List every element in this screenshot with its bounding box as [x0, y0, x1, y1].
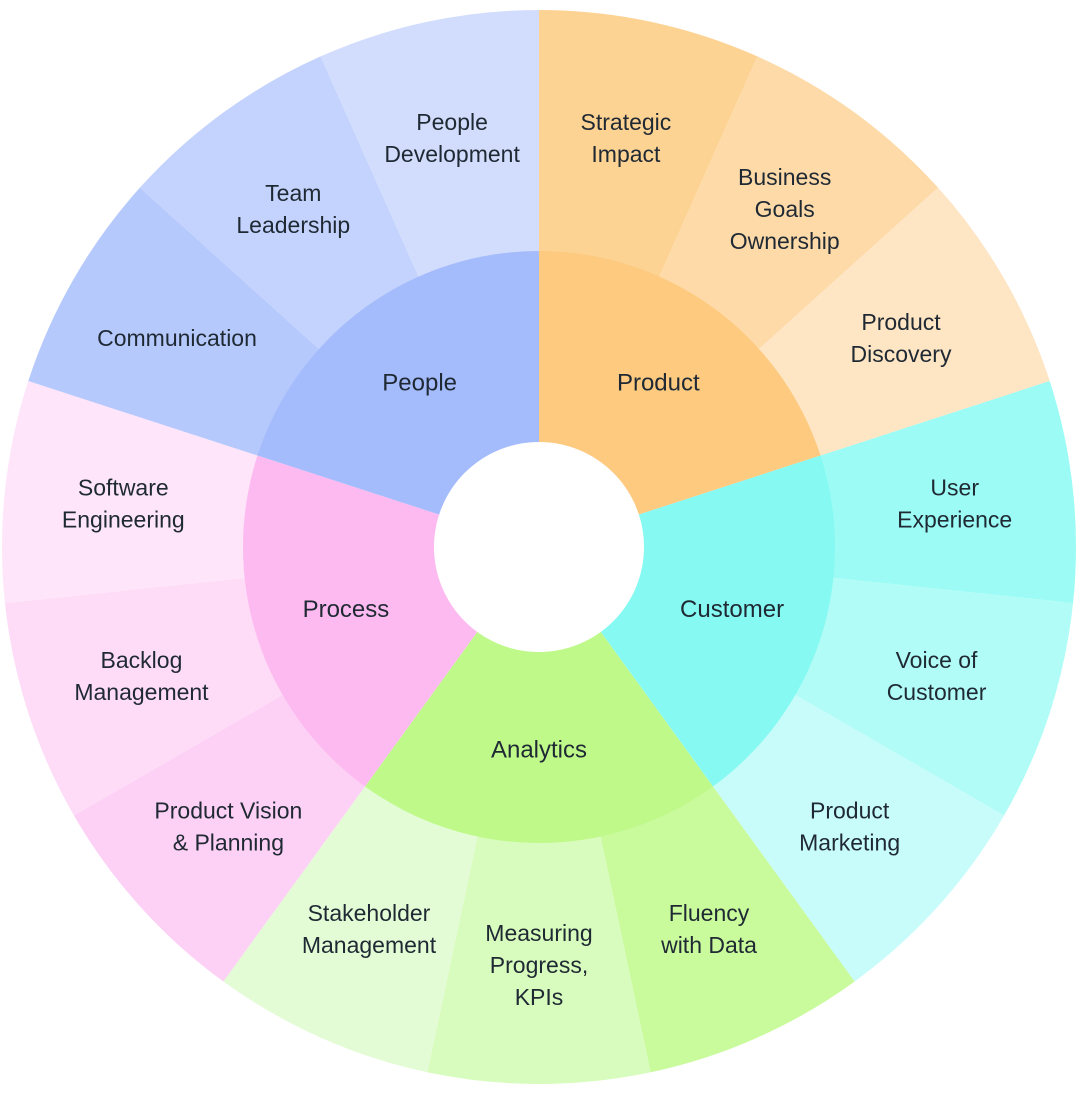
inner-ring	[243, 251, 835, 844]
skill-strategic-impact-label-line: Strategic	[581, 109, 672, 135]
skill-segment-team-leadership	[139, 56, 420, 350]
skill-communication-label-line: Communication	[97, 325, 257, 351]
skill-segment-backlog-management	[4, 577, 284, 816]
skill-product-marketing-label-line: Marketing	[799, 830, 900, 856]
skill-segment-measuring-progress-kpis	[427, 835, 651, 1084]
domain-segment-product	[539, 251, 821, 516]
domain-segment-customer	[599, 455, 835, 787]
domain-label-people: People	[382, 369, 457, 396]
skill-segment-software-engineering	[2, 381, 259, 604]
skill-user-experience-label-line: User	[930, 474, 979, 500]
outer-ring	[2, 10, 1076, 1084]
skill-business-goals-ownership-label-line: Goals	[755, 196, 815, 222]
skill-software-engineering-label-line: Engineering	[62, 506, 185, 532]
skill-business-goals-ownership-label-line: Business	[738, 164, 831, 190]
skill-people-development-label-line: Development	[384, 141, 520, 167]
skill-stakeholder-management-label-line: Management	[302, 932, 437, 958]
skill-team-leadership-label-line: Team	[265, 180, 321, 206]
skill-segment-people-development	[320, 10, 539, 278]
skill-business-goals-ownership-label-line: Ownership	[730, 228, 840, 254]
skill-product-discovery-label-line: Product	[861, 309, 941, 335]
skill-team-leadership-label-line: Leadership	[236, 212, 350, 238]
skill-software-engineering-label-line: Software	[78, 474, 169, 500]
skill-segment-voice-of-customer	[794, 577, 1074, 816]
skill-product-marketing-label-line: Product	[810, 798, 890, 824]
domain-label-process: Process	[303, 596, 390, 623]
domain-segment-process	[243, 455, 479, 787]
skill-voice-of-customer-label-line: Customer	[887, 679, 987, 705]
skill-segment-strategic-impact	[539, 10, 758, 278]
domain-label-analytics: Analytics	[491, 737, 587, 764]
skill-fluency-with-data-label-line: Fluency	[669, 900, 750, 926]
domain-label-customer: Customer	[680, 596, 784, 623]
skill-user-experience-label-line: Experience	[897, 506, 1012, 532]
skill-product-vision-and-planning-label-line: & Planning	[173, 830, 284, 856]
skill-segment-product-marketing	[712, 694, 1005, 982]
skill-backlog-management-label-line: Backlog	[101, 647, 183, 673]
center-hole	[434, 442, 644, 652]
skill-fluency-with-data-label: Fluency with Data	[660, 900, 757, 958]
skill-segment-product-discovery	[758, 187, 1050, 456]
skill-stakeholder-management-label-line: Stakeholder	[308, 900, 431, 926]
skill-product-discovery-label-line: Discovery	[851, 341, 952, 367]
skill-backlog-management-label-line: Management	[74, 679, 209, 705]
skill-segment-business-goals-ownership	[658, 56, 939, 350]
skill-strategic-impact-label-line: Impact	[591, 141, 661, 167]
skill-voice-of-customer-label-line: Voice of	[896, 647, 978, 673]
skill-measuring-progress-kpis-label-line: Progress,	[490, 952, 588, 978]
skill-segment-fluency-with-data	[600, 785, 855, 1073]
skill-measuring-progress-kpis-label-line: KPIs	[515, 984, 564, 1010]
skill-segment-product-vision-and-planning	[73, 694, 366, 982]
skill-product-vision-and-planning-label-line: Product Vision	[154, 798, 302, 824]
skill-segment-stakeholder-management	[223, 785, 478, 1073]
skill-people-development-label-line: People	[416, 109, 488, 135]
skill-fluency-with-data-label-line: with Data	[660, 932, 757, 958]
skill-product-vision-and-planning-label: Product Vision & Planning	[154, 798, 302, 856]
skill-communication-label: Communication	[97, 325, 257, 351]
skill-segment-user-experience	[819, 381, 1076, 604]
skill-segment-communication	[28, 187, 320, 456]
domain-label-product: Product	[617, 369, 700, 396]
domain-segment-people	[257, 251, 539, 516]
skill-voice-of-customer-label: Voice of Customer	[887, 647, 987, 705]
skill-measuring-progress-kpis-label-line: Measuring	[485, 920, 592, 946]
domain-segment-analytics	[365, 630, 713, 844]
